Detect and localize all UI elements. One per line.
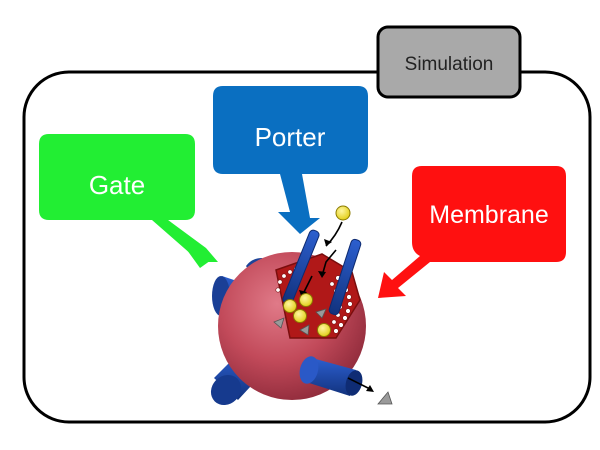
gate-callout: Gate xyxy=(39,134,218,268)
membrane-callout: Membrane xyxy=(378,166,566,298)
membrane-label: Membrane xyxy=(429,201,549,229)
porter-callout: Porter xyxy=(213,86,368,234)
porter-label: Porter xyxy=(255,122,326,152)
spherical-cell-icon xyxy=(210,205,393,406)
molecule-triangle-icon xyxy=(273,308,393,405)
ion-particle-icon xyxy=(283,205,351,337)
gate-label: Gate xyxy=(89,170,145,200)
simulation-tab: Simulation xyxy=(376,25,522,99)
simulation-tab-label: Simulation xyxy=(405,54,494,75)
membrane-channel-icon xyxy=(299,356,363,396)
